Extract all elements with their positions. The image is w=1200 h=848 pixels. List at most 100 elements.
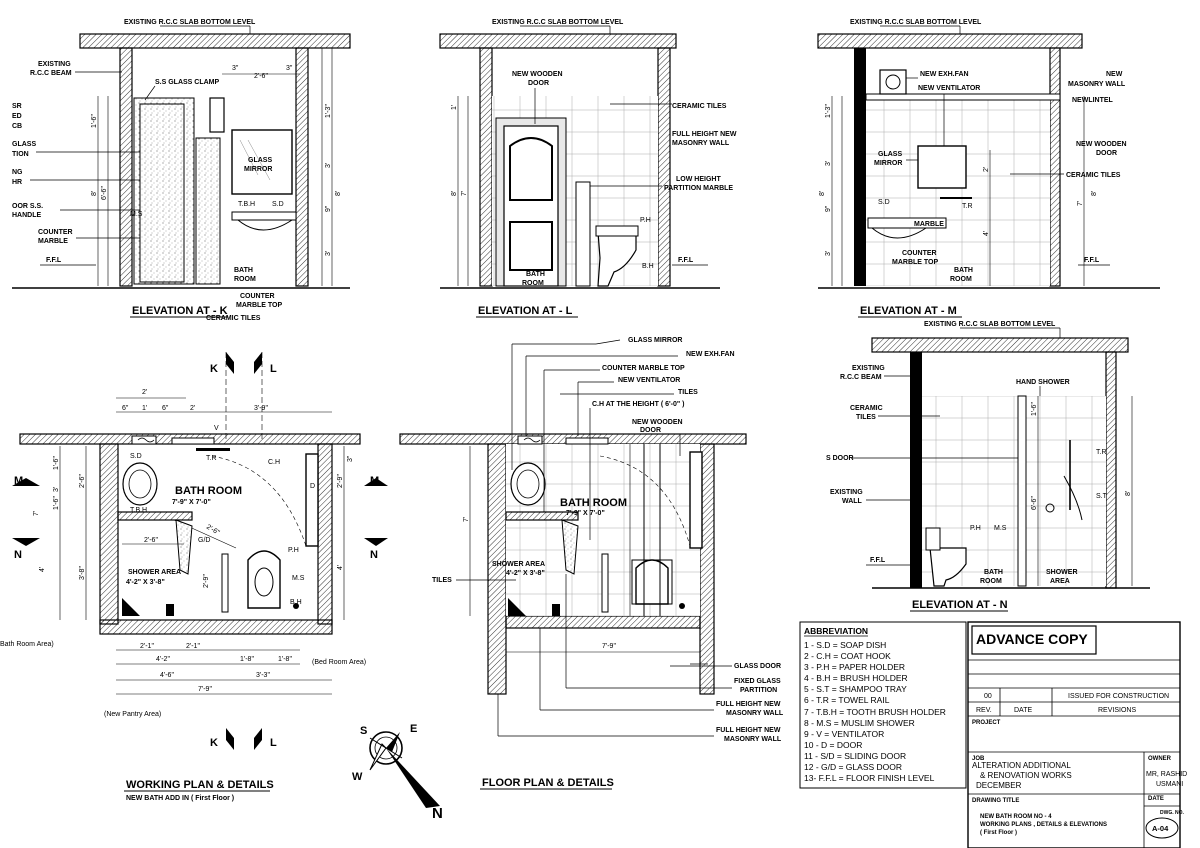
drawing-label: 7'-9" <box>198 686 212 693</box>
drawing-label: T.R <box>1096 449 1107 456</box>
drawing-label: 2' <box>142 389 147 396</box>
drawing-label: 6'-6" <box>101 186 108 200</box>
drawing-label: GLASS DOOR <box>734 663 781 670</box>
drawing-label: 7' <box>33 511 40 516</box>
drawing-label: CERAMIC TILES <box>1066 172 1121 179</box>
wall-right <box>295 47 309 287</box>
drawing-label: T.B.H <box>130 507 147 514</box>
drawing-label: 4'-6" <box>160 672 174 679</box>
drawing-label: 3' <box>325 251 332 256</box>
drawing-label: FIXED GLASS <box>734 678 781 685</box>
drawing-label: 3'-8" <box>79 566 86 580</box>
drawing-label: S DOOR <box>826 455 854 462</box>
drawing-label: DATE <box>1014 707 1032 714</box>
drawing-label: EXISTING R.C.C SLAB BOTTOM LEVEL <box>850 19 982 26</box>
working-plan: K L K L M N M N BATH ROOM 7'- <box>0 352 388 802</box>
drawing-label: NEW VENTILATOR <box>918 85 980 92</box>
mirror <box>231 129 293 195</box>
drawing-label: EXISTING <box>830 489 863 496</box>
drawing-label: G/D <box>198 537 210 544</box>
drawing-label: S.D <box>272 201 284 208</box>
drawing-label: HR <box>12 179 22 186</box>
drawing-label: BATH ROOM <box>560 497 627 509</box>
elevation-m: EXISTING R.C.C SLAB BOTTOM LEVEL NEW EXH… <box>817 19 1160 318</box>
drawing-label: 8' <box>1125 491 1132 496</box>
drawing-label: 3' <box>825 251 832 256</box>
drawing-label: L <box>270 737 277 749</box>
drawing-label: JOB <box>972 756 985 762</box>
drawing-label: TILES <box>678 389 698 396</box>
drawing-label: 2'-1" <box>186 643 200 650</box>
drawing-label: ROOM <box>522 280 544 287</box>
abbreviation-item: 10 - D = DOOR <box>804 739 863 750</box>
drawing-label: 1' <box>142 405 147 412</box>
drawing-label: ROOM <box>234 276 256 283</box>
basin <box>237 219 293 231</box>
drawing-label: F.F.L <box>46 257 62 264</box>
drawing-label: NEWLINTEL <box>1072 97 1114 104</box>
drawing-label: 2' <box>190 405 195 412</box>
drawing-label: M <box>14 475 23 487</box>
drawing-label: R.C.C BEAM <box>30 70 72 77</box>
drawing-label: COUNTER <box>240 293 275 300</box>
drawing-label: 4'-2" X 3'-8" <box>126 579 165 586</box>
drawing-label: P.H <box>970 525 981 532</box>
drawing-label: 9" <box>325 205 332 212</box>
abbreviation-item: 4 - B.H = BRUSH HOLDER <box>804 673 908 684</box>
mirror <box>917 145 967 189</box>
drawing-label: 1'-8" <box>240 656 254 663</box>
drawing-label: FLOOR PLAN & DETAILS <box>482 777 614 789</box>
drawing-label: ROOM <box>980 578 1002 585</box>
drawing-label: 2'-1" <box>140 643 154 650</box>
drawing-label: GLASS MIRROR <box>628 337 682 344</box>
drawing-label: OOR S.S. <box>12 203 43 210</box>
drawing-label: LOW HEIGHT <box>676 176 721 183</box>
drawing-label: 1'-6" <box>53 496 60 510</box>
drawing-label: Bath Room Area) <box>0 641 54 648</box>
drawing-label: V <box>214 425 219 432</box>
drawing-label: M <box>370 475 379 487</box>
drawing-label: BATH <box>954 267 973 274</box>
counter <box>231 211 297 221</box>
drawing-label: N <box>370 549 378 561</box>
drawing-label: F.F.L <box>870 557 886 564</box>
drawing-label: ( First Floor ) <box>980 830 1017 836</box>
drawing-label: WORKING PLAN & DETAILS <box>126 779 274 791</box>
drawing-label: 9" <box>825 205 832 212</box>
drawing-label: A-04 <box>1152 824 1169 833</box>
abbreviation-item: 6 - T.R = TOWEL RAIL <box>804 695 890 706</box>
abbreviation-item: 12 - G/D = GLASS DOOR <box>804 762 903 773</box>
drawing-label: 7'-9" <box>602 643 616 650</box>
beam <box>119 47 133 287</box>
drawing-label: (New Pantry Area) <box>104 711 161 718</box>
drawing-label: 3' <box>825 161 832 166</box>
drawing-label: MIRROR <box>874 160 902 167</box>
drawing-label: ROOM <box>950 276 972 283</box>
drawing-label: 2'-6" <box>144 537 158 544</box>
drawing-label: BATH <box>234 267 253 274</box>
drawing-label: 7' <box>461 191 468 196</box>
drawing-label: MR, RASHID <box>1146 771 1187 778</box>
drawing-label: ED <box>12 113 22 120</box>
drawing-label: MASONRY WALL <box>724 736 782 743</box>
abbreviation-legend: ABBREVIATION <box>799 621 967 789</box>
drawing-label: S <box>360 725 367 737</box>
drawing-label: MARBLE <box>38 238 68 245</box>
abbreviation-item: 3 - P.H = PAPER HOLDER <box>804 662 906 673</box>
drawing-label: 1'-3" <box>825 104 832 118</box>
drawing-label: 3" <box>286 65 293 72</box>
drawing-label: GLASS <box>248 157 272 164</box>
elevation-k-title: ELEVATION AT - K <box>132 305 228 317</box>
drawing-label: BATH <box>984 569 1003 576</box>
drawing-label: N <box>432 805 443 822</box>
drawing-label: REVISIONS <box>1098 707 1136 714</box>
drawing-label: T.R <box>206 455 217 462</box>
drawing-label: (Bed Room Area) <box>312 659 366 666</box>
drawing-label: TION <box>12 151 29 158</box>
drawing-label: NEW WOODEN <box>632 419 683 426</box>
drawing-label: MARBLE <box>914 221 944 228</box>
drawing-label: NG <box>12 169 23 176</box>
drawing-label: FULL HEIGHT NEW <box>716 727 781 734</box>
drawing-label: TILES <box>432 577 452 584</box>
drawing-label: WORKING PLANS , DETAILS & ELEVATIONS <box>980 822 1107 828</box>
